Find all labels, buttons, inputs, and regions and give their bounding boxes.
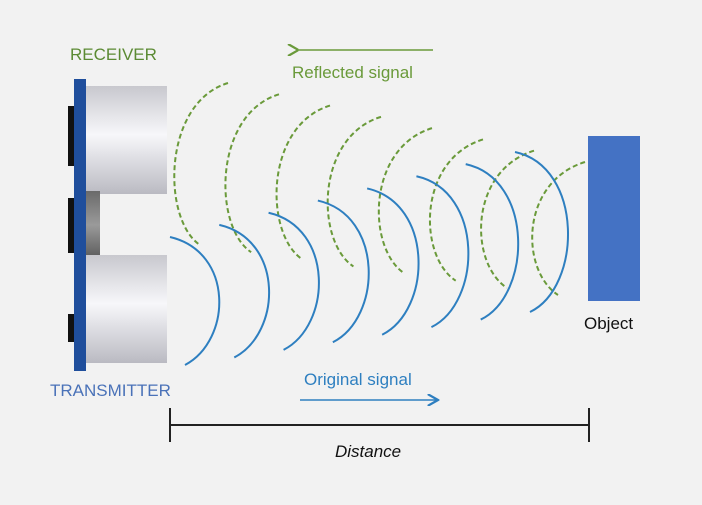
reflected-wave: [377, 127, 433, 275]
object-block: [588, 136, 640, 301]
reflected-wave: [429, 138, 484, 282]
original-wave: [317, 199, 370, 344]
original-wave: [169, 236, 221, 366]
pin: [68, 314, 74, 342]
object-label: Object: [584, 314, 634, 333]
distance-label: Distance: [335, 442, 402, 461]
reflected-wave: [480, 149, 535, 289]
crystal: [86, 191, 100, 259]
original-wave: [268, 211, 320, 351]
original-wave: [465, 163, 520, 321]
reflected-wave: [224, 93, 280, 253]
reflected-wave: [173, 82, 229, 246]
waves: [169, 82, 586, 366]
original-wave: [416, 175, 470, 329]
receiver-cylinder: [86, 86, 167, 194]
original-wave: [514, 151, 569, 313]
distance-bar: [169, 408, 590, 442]
pin: [68, 198, 74, 253]
transmitter-label: TRANSMITTER: [50, 381, 171, 400]
original-wave: [366, 187, 420, 336]
reflected-wave: [326, 115, 382, 268]
original-wave: [219, 223, 271, 359]
reflected-wave: [275, 104, 331, 261]
original-signal-label: Original signal: [304, 370, 412, 389]
reflected-wave: [531, 161, 586, 296]
pin: [68, 106, 74, 166]
circuit-board: [74, 79, 86, 371]
receiver-label: RECEIVER: [70, 45, 157, 64]
sensor: [68, 79, 167, 371]
reflected-signal-label: Reflected signal: [292, 63, 413, 82]
transmitter-cylinder: [86, 255, 167, 363]
